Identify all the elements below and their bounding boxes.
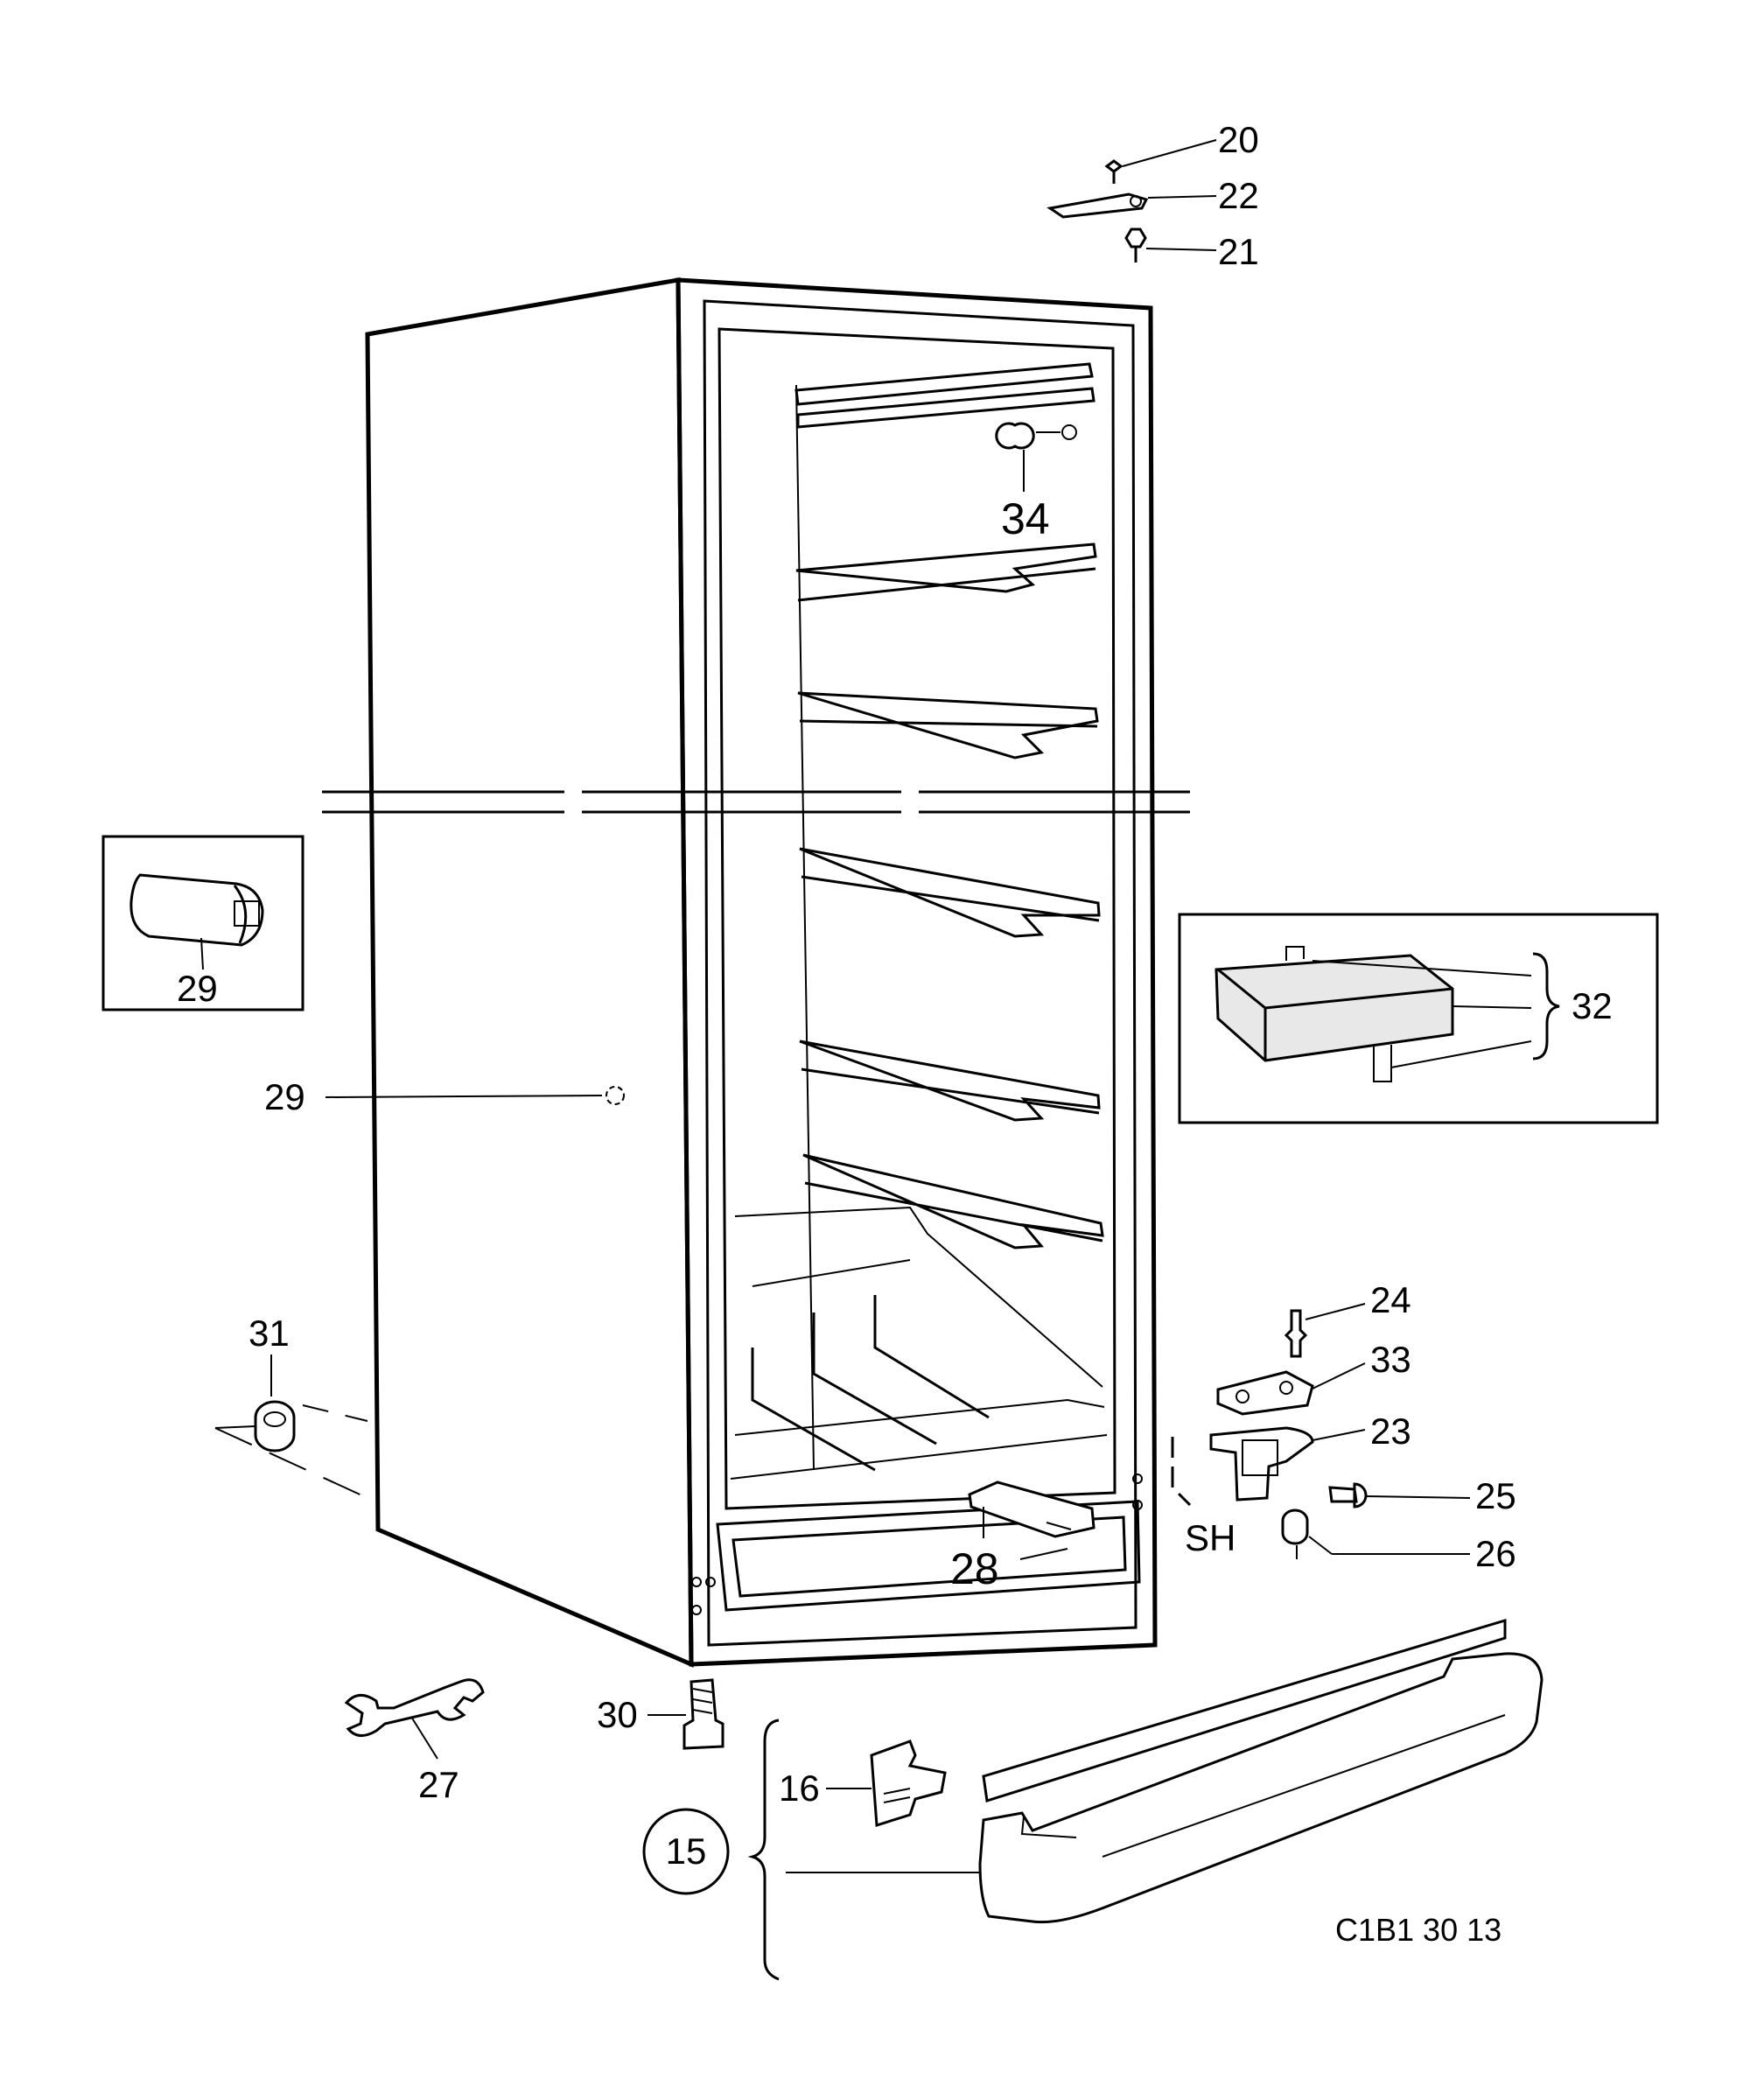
wrench-27-group: [344, 1678, 485, 1760]
pin-21-icon: [1124, 228, 1147, 262]
foot-31-group: [214, 1354, 368, 1499]
callout-23: 23: [1370, 1410, 1411, 1452]
cabinet-side-panel: [365, 277, 694, 1668]
callout-15: 15: [666, 1830, 707, 1872]
top-hinge-plate-22-icon: [1046, 192, 1149, 219]
inset-29-box: [102, 835, 304, 1012]
foot-30-group: [648, 1678, 724, 1750]
callout-25: 25: [1475, 1475, 1516, 1516]
callout-21: 21: [1218, 231, 1259, 272]
top-hinge-assembly: [1046, 139, 1217, 262]
front-screw-holes: [691, 1474, 1143, 1615]
wrench-27-icon: [344, 1678, 485, 1737]
drawing-code: C1B1 30 13: [1335, 1912, 1502, 1948]
cabinet-front-frame: [676, 277, 1158, 1667]
leader-22: [1147, 195, 1217, 199]
callout-32: 32: [1572, 985, 1613, 1026]
callout-30: 30: [597, 1694, 638, 1735]
callout-26: 26: [1475, 1533, 1516, 1574]
callout-29: 29: [264, 1076, 305, 1117]
callout-28: 28: [950, 1544, 999, 1593]
hinge-plate-33-icon: [1216, 1370, 1314, 1416]
callout-29-inset: 29: [177, 968, 218, 1009]
callout-24: 24: [1370, 1279, 1411, 1320]
cold-accumulator-32-icon: [1214, 954, 1454, 1062]
screw-20-icon: [1104, 159, 1124, 184]
hinge-bracket-23-icon: [1209, 1426, 1314, 1502]
adjustable-foot-30-icon: [682, 1678, 724, 1750]
brace-32: [1532, 952, 1560, 1060]
door-tray-icon: [978, 1652, 1544, 1924]
shelf-bar-icon: [982, 1618, 1507, 1802]
lamp-holder-29-location-icon: [606, 1086, 625, 1105]
bottom-hinge-assembly: [1171, 1303, 1471, 1559]
door-shelf-assembly: [642, 1618, 1544, 1981]
inset-32-box: [1178, 913, 1659, 1124]
bottom-guides: [730, 1206, 1108, 1480]
callout-16: 16: [779, 1768, 820, 1809]
lamp-holder-29-icon: [130, 873, 264, 947]
brace-15: [747, 1718, 780, 1981]
shelf-clip-16-icon: [870, 1740, 947, 1828]
peg-34-group: [995, 422, 1077, 492]
leader-20: [1122, 139, 1217, 167]
callout-labels: 20 22 21 34 29 29 32 31 24 33 23 25 26 2…: [177, 119, 1613, 1948]
sh-bracket: [1171, 1437, 1192, 1507]
callout-33: 33: [1370, 1339, 1411, 1380]
callout-27: 27: [418, 1764, 459, 1805]
callout-31: 31: [248, 1312, 290, 1354]
pin-24-icon: [1284, 1309, 1308, 1358]
callout-20: 20: [1218, 119, 1259, 160]
callout-22: 22: [1218, 175, 1259, 216]
slide-28-icon: [968, 1480, 1096, 1538]
leader-29: [325, 1095, 603, 1098]
callout-circle-15: [642, 1808, 730, 1895]
cabinet-inner-liner: [703, 299, 1138, 1647]
screw-25-icon: [1328, 1482, 1368, 1508]
part-28-group: [968, 1480, 1096, 1560]
leader-21: [1145, 248, 1217, 251]
peg-34-icon: [995, 422, 1035, 450]
callout-34: 34: [1001, 494, 1050, 543]
callout-sh: SH: [1185, 1517, 1236, 1558]
shelf-rails: [794, 362, 1104, 1250]
spacer-26-icon: [1281, 1508, 1309, 1545]
freezer-cabinet: [322, 277, 1190, 1668]
